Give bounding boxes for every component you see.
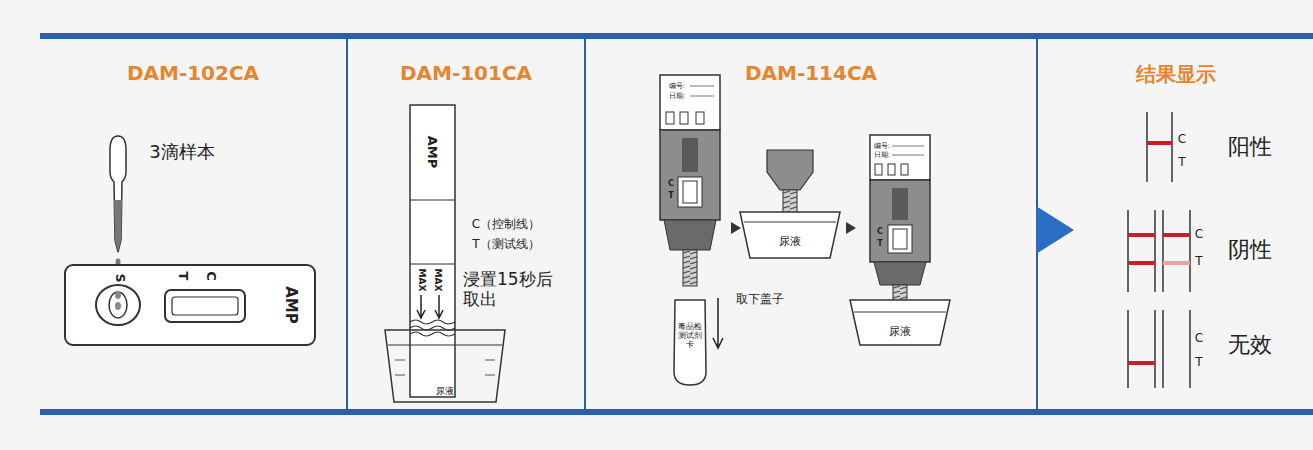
result-name: 无效	[1228, 332, 1272, 357]
section-title: DAM-101CA	[348, 61, 584, 85]
line-letter: T	[668, 191, 673, 200]
drug-name: AMP	[425, 136, 440, 169]
cap-label: 毒品检测试剂卡	[677, 322, 703, 350]
device-field: 编号:	[874, 142, 890, 150]
line-letter: T	[877, 239, 882, 248]
section-title: 结果显示	[1038, 61, 1313, 88]
line-letter: C	[204, 271, 219, 281]
line-letter: C	[877, 227, 883, 236]
cup-label: 尿液	[889, 326, 911, 339]
section-panel: DAM-101CA	[348, 39, 584, 409]
result-name: 阳性	[1228, 134, 1272, 159]
section-title: DAM-102CA	[40, 61, 346, 85]
line-letter: C	[1195, 228, 1203, 242]
cup-label: 尿液	[436, 386, 454, 396]
port-letter: S	[112, 274, 126, 283]
step-note: 取下盖子	[736, 293, 784, 307]
line-letter: T	[176, 272, 191, 281]
section-panel: DAM-114CA	[586, 39, 1036, 409]
section-panel: DAM-102CA	[40, 39, 346, 409]
device-field: 日期:	[874, 151, 890, 159]
line-letter: T	[1195, 255, 1202, 269]
line-letter: T	[1195, 356, 1202, 370]
step-note: 浸置15秒后 取出	[463, 270, 555, 309]
device-field: 日期:	[669, 92, 685, 100]
device-field: 编号:	[669, 82, 685, 90]
max-mark: MAX	[433, 269, 443, 292]
line-letter: C	[1178, 133, 1186, 147]
line-letter: C	[1195, 332, 1203, 346]
result-name: 阴性	[1228, 237, 1272, 262]
sample-note: 3滴样本	[149, 142, 214, 163]
cup-label: 尿液	[779, 236, 801, 249]
line-letter: C	[668, 179, 674, 188]
drug-name: AMP	[281, 286, 298, 324]
section-title: DAM-114CA	[586, 61, 1036, 85]
max-mark: MAX	[417, 269, 427, 292]
line-note: C（控制线）	[472, 218, 540, 232]
line-letter: T	[1178, 156, 1185, 170]
line-note: T（测试线）	[472, 238, 539, 252]
